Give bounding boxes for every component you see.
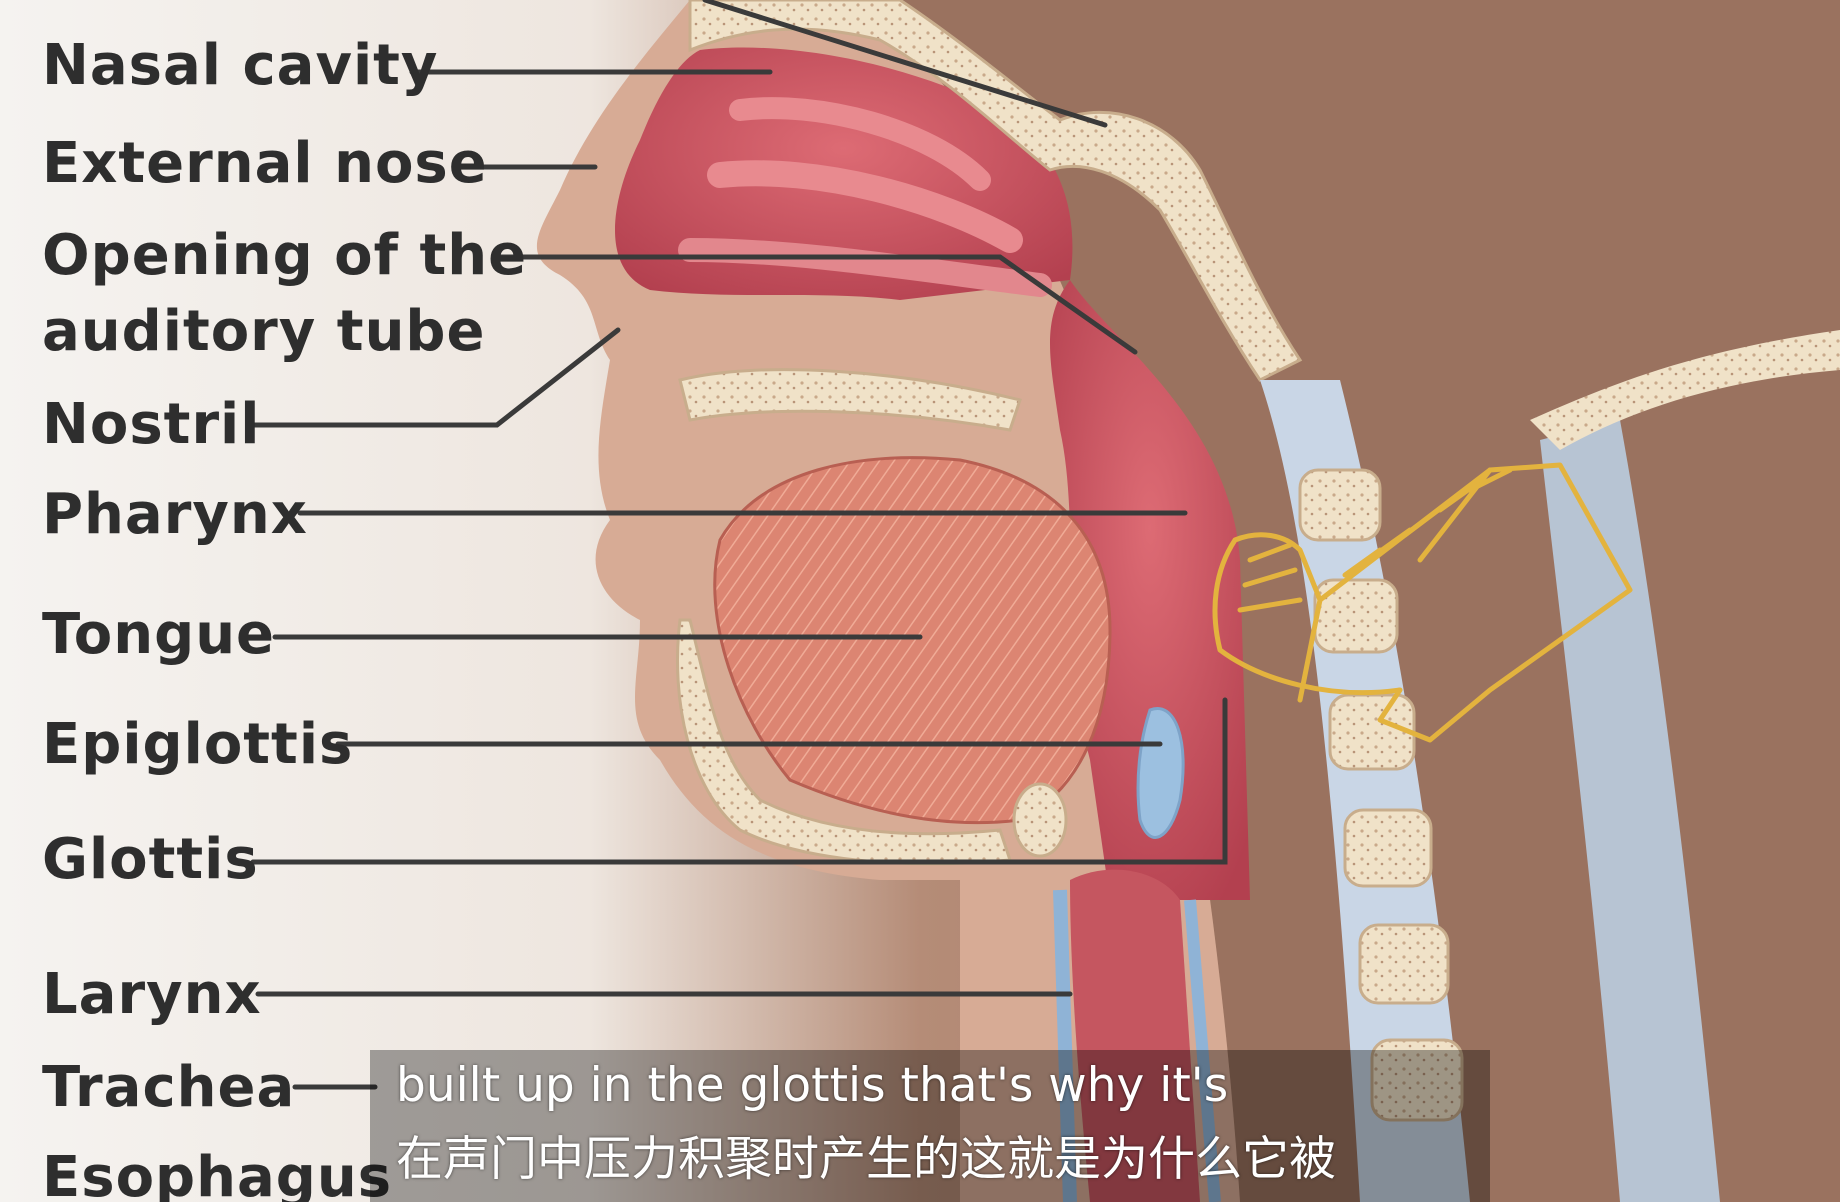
- label-larynx: Larynx: [42, 962, 262, 1027]
- label-external-nose: External nose: [42, 131, 488, 196]
- hard-palate: [678, 368, 1022, 432]
- video-subtitle: built up in the glottis that's why it's …: [370, 1050, 1490, 1202]
- tongue-shape: [713, 456, 1112, 825]
- hyoid-bone: [1012, 782, 1068, 858]
- skull-base-bone: [688, 0, 1303, 382]
- label-esophagus: Esophagus: [42, 1145, 393, 1202]
- label-nostril: Nostril: [42, 392, 261, 457]
- nasal-concha-upper: [729, 97, 991, 191]
- epiglottis-shape: [1136, 707, 1185, 839]
- label-opening-auditory-tube-line1: Opening of the: [42, 223, 528, 288]
- leader-lines: [250, 0, 1228, 1090]
- label-nasal-cavity: Nasal cavity: [42, 33, 439, 98]
- label-trachea: Trachea: [42, 1055, 296, 1120]
- label-tongue: Tongue: [42, 602, 276, 667]
- label-glottis: Glottis: [42, 827, 259, 892]
- esophagus-wall: [1184, 899, 1221, 1202]
- label-pharynx: Pharynx: [42, 482, 308, 547]
- label-epiglottis: Epiglottis: [42, 712, 354, 777]
- hand-drawn-arrow-annotation: [1212, 462, 1633, 743]
- subtitle-english: built up in the glottis that's why it's: [396, 1058, 1229, 1113]
- occipital-bone: [1530, 330, 1840, 450]
- tracheal-cartilage: [1053, 889, 1077, 1202]
- label-opening-auditory-tube-line2: auditory tube: [42, 299, 486, 364]
- subtitle-chinese: 在声门中压力积聚时产生的这就是为什么它被: [396, 1132, 1336, 1187]
- nasal-concha-middle: [707, 160, 1023, 253]
- nasal-concha-lower: [678, 238, 1052, 297]
- larynx-trachea-shape: [1070, 869, 1200, 1202]
- rear-spine-section: [1540, 420, 1720, 1202]
